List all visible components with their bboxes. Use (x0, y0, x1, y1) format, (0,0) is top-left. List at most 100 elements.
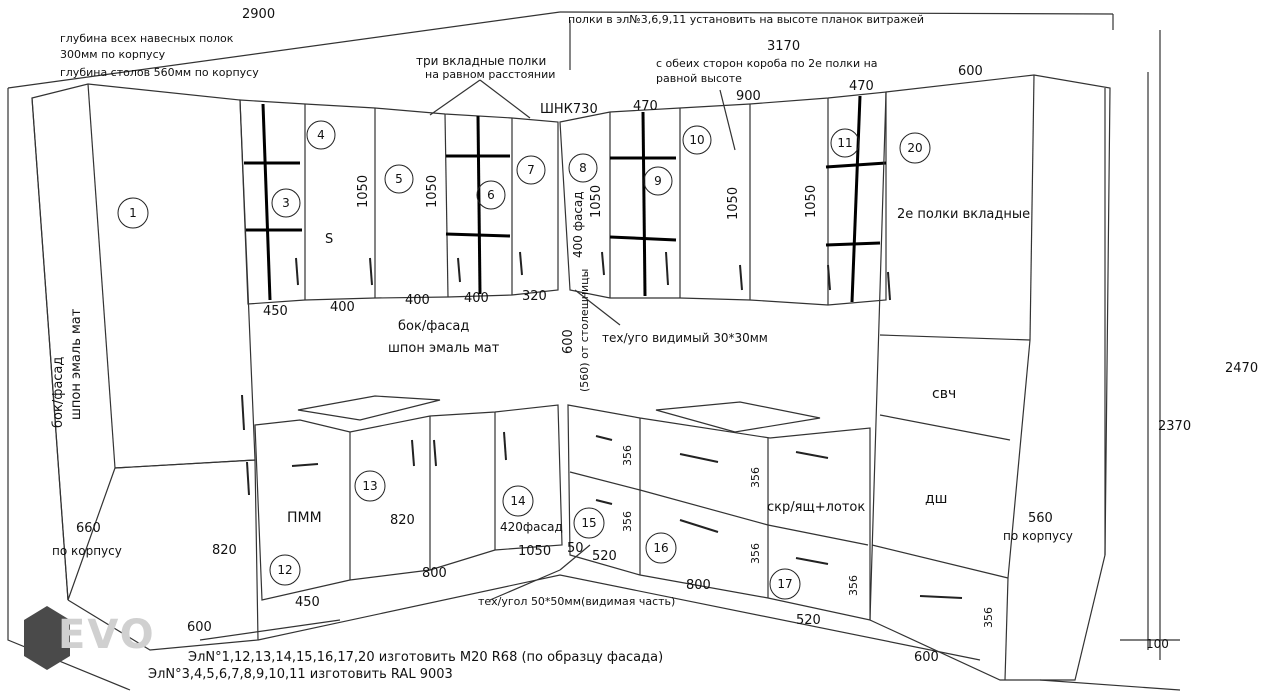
dim-600-bottom-left: 600 (187, 620, 212, 635)
element-11-number: 11 (837, 136, 853, 150)
note-depth-shelves: глубина всех навесных полок (60, 32, 234, 45)
dim-600-gap: 600 (561, 329, 576, 354)
element-12-number: 12 (277, 563, 293, 577)
logo-text: EVO (58, 612, 156, 658)
dim-1050-bottom: 1050 (518, 544, 552, 559)
note-side-facade-2: шпон эмаль мат (388, 341, 500, 356)
logo-hexagon-icon (24, 606, 70, 670)
note-bottom-line-1: ЭлN°1,12,13,14,15,16,17,20 изготовить М2… (188, 650, 664, 665)
dim-560: 560 (1028, 511, 1053, 526)
plinth-left (257, 574, 981, 661)
dim-400-c: 400 (464, 291, 489, 306)
dim-820-b: 820 (390, 513, 415, 528)
dim-100: 100 (1146, 637, 1169, 651)
dim-900: 900 (736, 89, 761, 104)
note-left-side-facade-1: бок/фасад (51, 356, 66, 428)
dim-2470: 2470 (1225, 361, 1259, 376)
note-tech-angle: тех/уго видимый 30*30мм (602, 331, 768, 345)
element-6-number: 6 (487, 188, 495, 202)
dim-320: 320 (522, 289, 547, 304)
element-8-number: 8 (579, 161, 587, 175)
note-left-side-facade-2: шпон эмаль мат (69, 308, 84, 420)
note-equal-height: равной высоте (656, 72, 742, 85)
frame-top-left (7, 11, 561, 89)
note-facade-400: 400 фасад (571, 191, 585, 258)
dim-660: 660 (76, 521, 101, 536)
dim-1050-el8: 1050 (589, 184, 604, 218)
note-two-shelves-inset: 2е полки вкладные (897, 207, 1031, 222)
element-13-number: 13 (362, 479, 378, 493)
dim-800-a: 800 (422, 566, 447, 581)
dim-820-a: 820 (212, 543, 237, 558)
element-1-number: 1 (129, 206, 137, 220)
tall-cabinet-20 (869, 74, 1111, 681)
dim-400-b: 400 (405, 293, 430, 308)
dim-1050-el10: 1050 (726, 186, 741, 220)
note-from-countertop: (560) от столешницы (578, 268, 591, 392)
dim-356-6: 356 (982, 607, 995, 628)
element-16-number: 16 (653, 541, 669, 555)
element-15-number: 15 (581, 516, 597, 530)
element-10-number: 10 (689, 133, 705, 147)
label-right-corpus: по корпусу (1003, 529, 1073, 543)
note-depth-tables: глубина столов 560мм по корпусу (60, 66, 259, 79)
dim-520-b: 520 (796, 613, 821, 628)
frame-bottom-right (1039, 679, 1181, 691)
dim-470-b: 470 (849, 79, 874, 94)
countertop-right (655, 401, 821, 433)
tall-cabinet-1 (31, 83, 256, 601)
note-shnk: ШНК730 (540, 102, 598, 117)
note-shelves-height: полки в эл№3,6,9,11 установить на высоте… (568, 13, 925, 26)
dim-2900: 2900 (242, 7, 276, 22)
dim-1050-el5a: 1050 (356, 174, 371, 208)
dim-356-4: 356 (749, 543, 762, 564)
element-4-number: 4 (317, 128, 325, 142)
element-5-number: 5 (395, 172, 403, 186)
dim-450-a: 450 (263, 304, 288, 319)
base-cabinets-right (567, 404, 871, 621)
label-left-corpus: по корпусу (52, 544, 122, 558)
note-equal-distance: на равном расстоянии (425, 68, 556, 81)
label-dishwasher: ПММ (287, 510, 322, 526)
element-3-number: 3 (282, 196, 290, 210)
element-20-number: 20 (907, 141, 923, 155)
dim-470-a: 470 (633, 99, 658, 114)
dim-50: 50 (567, 541, 584, 556)
label-facade-420: 420фасад (500, 520, 563, 534)
label-microwave: свч (932, 386, 957, 402)
dim-450-b: 450 (295, 595, 320, 610)
dim-356-5: 356 (847, 575, 860, 596)
dim-3170: 3170 (767, 39, 801, 54)
label-drawer-tray: скр/ящ+лоток (767, 500, 866, 515)
evo-logo: EVO (22, 604, 162, 674)
frame-top-right (559, 11, 1114, 15)
element-9-number: 9 (654, 174, 662, 188)
dim-1050-el5b: 1050 (425, 174, 440, 208)
frame-left-wall (7, 88, 131, 691)
element-17-number: 17 (777, 577, 793, 591)
dim-2370: 2370 (1158, 419, 1192, 434)
note-bottom-line-2: ЭлN°3,4,5,6,7,8,9,10,11 изготовить RAL 9… (148, 667, 453, 682)
note-depth-shelves-value: 300мм по корпусу (60, 48, 166, 61)
note-three-shelves: три вкладные полки (416, 54, 547, 68)
dim-600-top: 600 (958, 64, 983, 79)
wall-cabinets-right (559, 91, 887, 306)
dim-356-3: 356 (749, 467, 762, 488)
note-tech-angle-bottom: тех/угол 50*50мм(видимая часть) (478, 595, 676, 608)
dim-356-2: 356 (621, 511, 634, 532)
dim-1050-el11: 1050 (804, 184, 819, 218)
dim-356-1: 356 (621, 445, 634, 466)
element-14-number: 14 (510, 494, 526, 508)
note-two-shelves: с обеих сторон короба по 2е полки на (656, 57, 878, 70)
label-s-mark: S (325, 232, 334, 247)
base-cabinets-left (254, 404, 563, 601)
dim-400-a: 400 (330, 300, 355, 315)
note-side-facade-1: бок/фасад (398, 319, 470, 334)
label-oven: дш (925, 491, 948, 507)
dim-600-bottom-right: 600 (914, 650, 939, 665)
countertop-left (297, 395, 441, 421)
dim-520-a: 520 (592, 549, 617, 564)
element-7-number: 7 (527, 163, 535, 177)
